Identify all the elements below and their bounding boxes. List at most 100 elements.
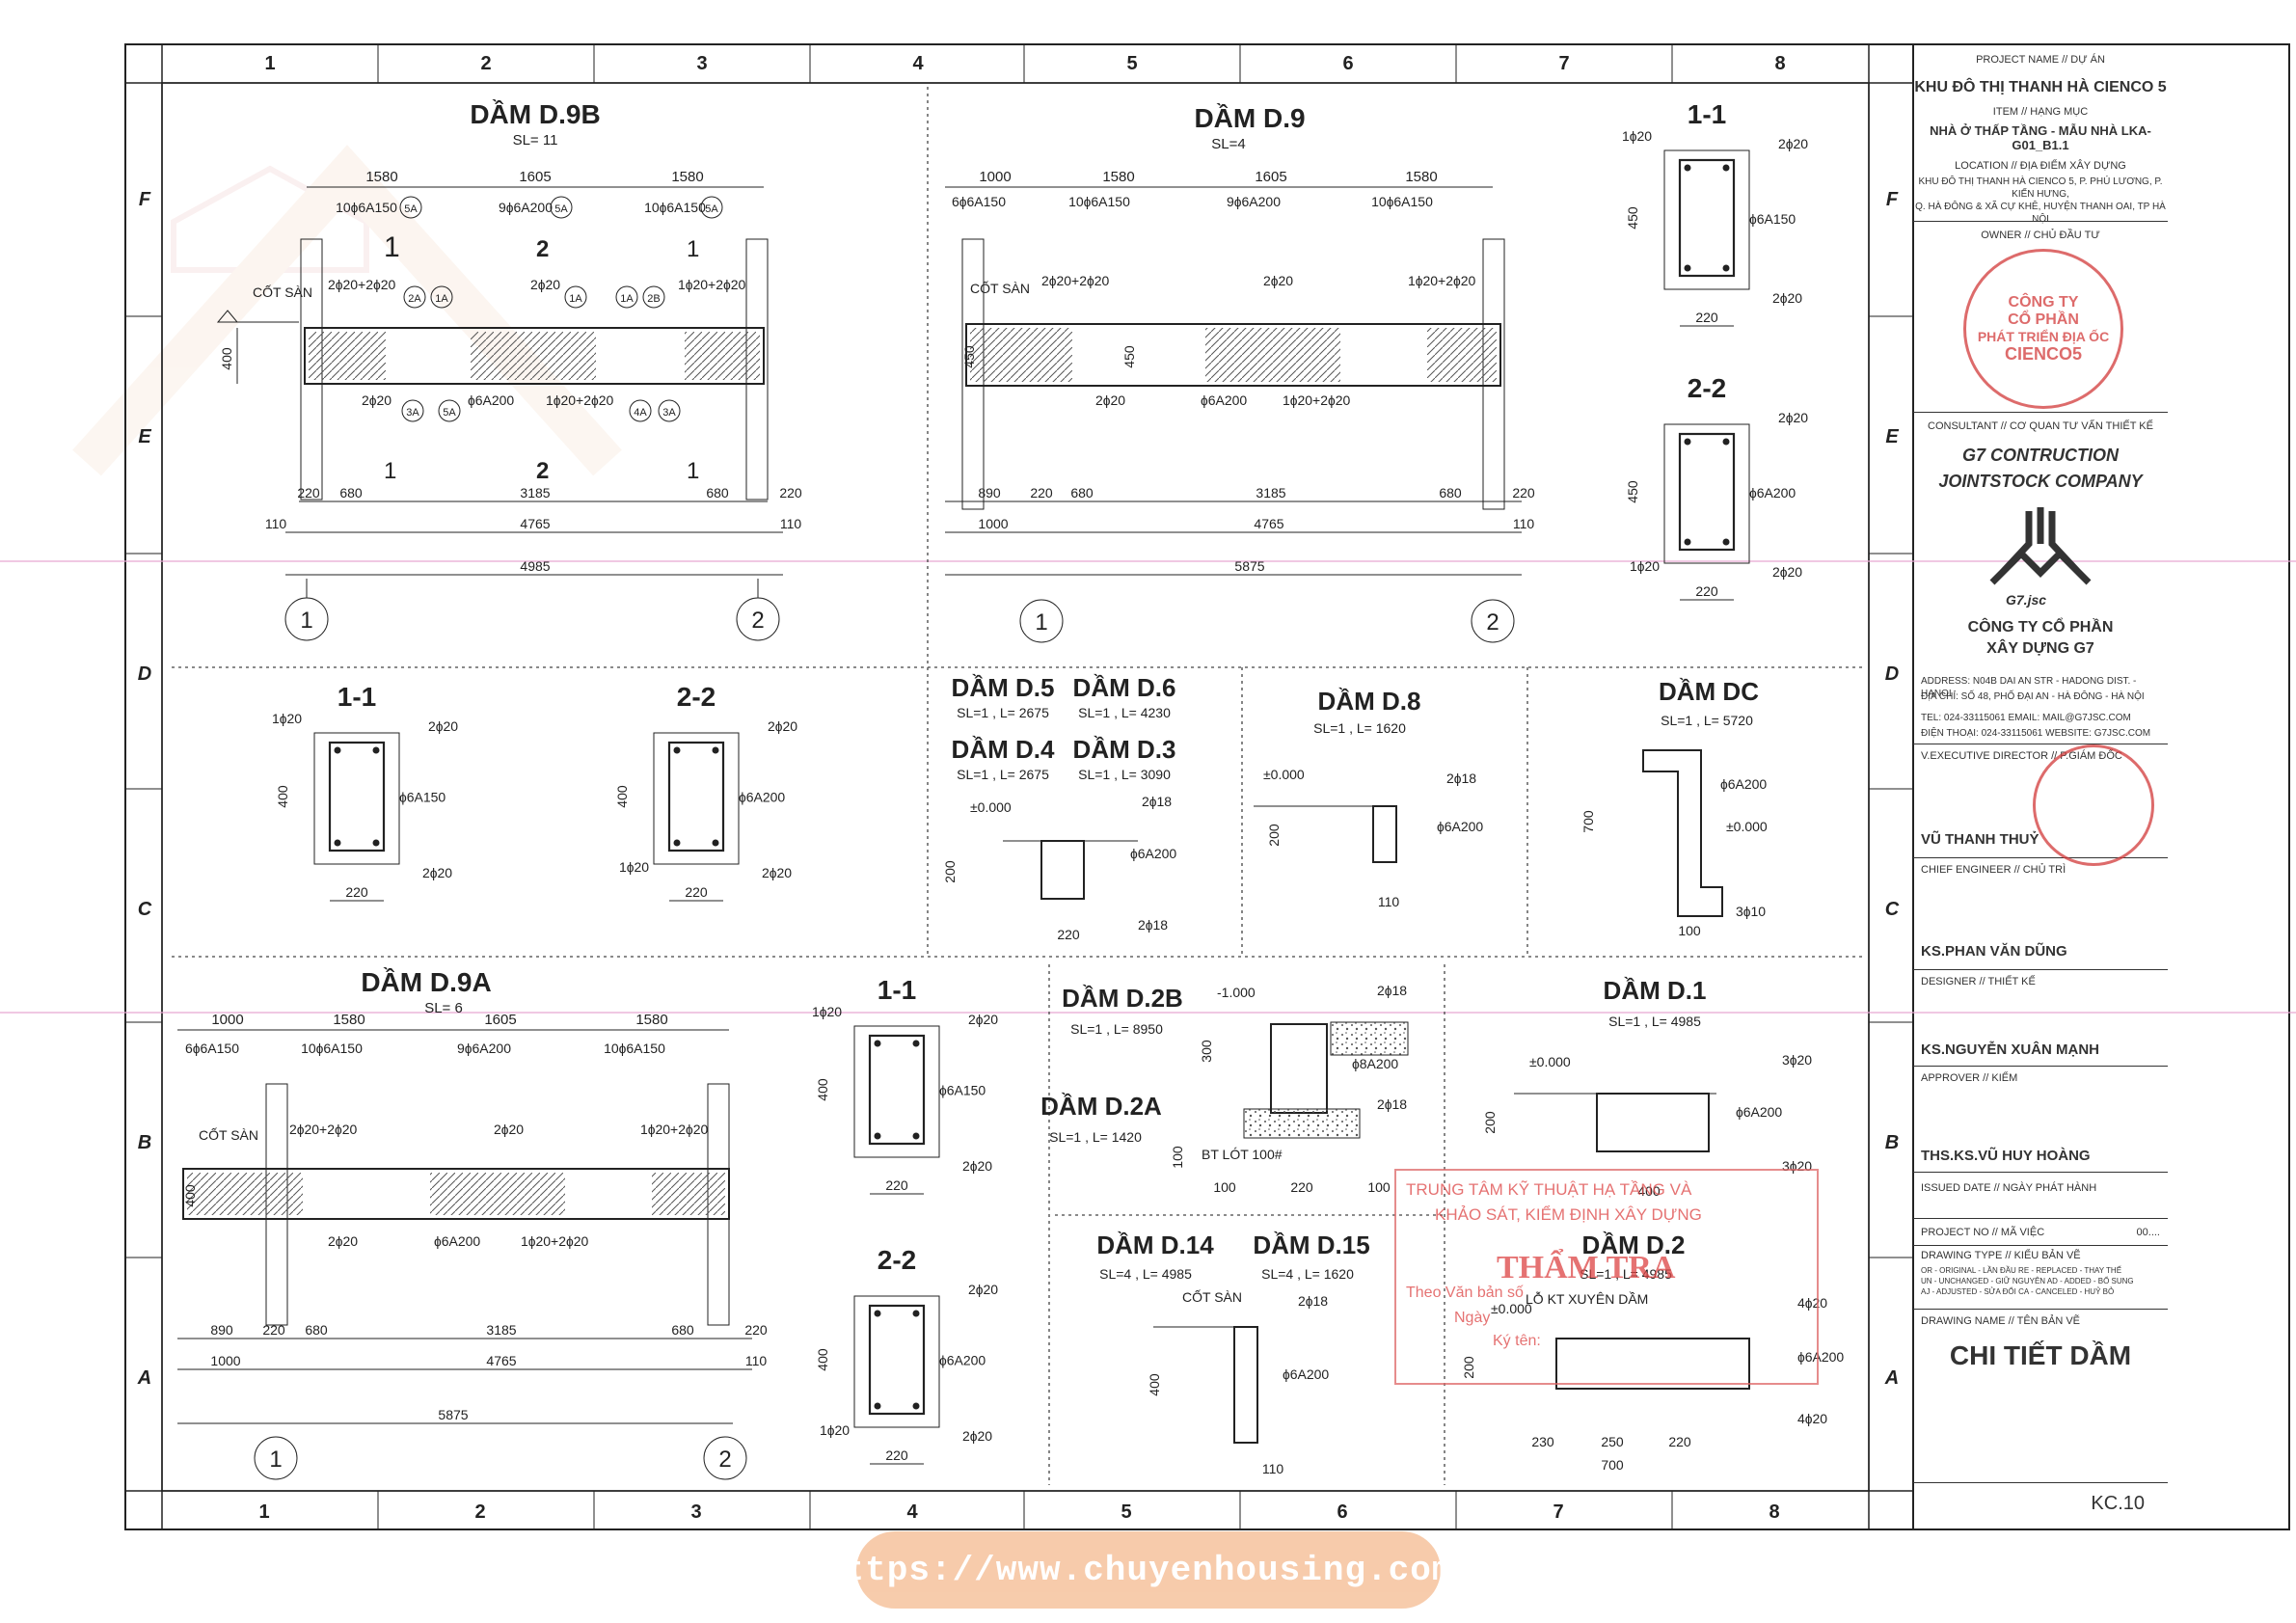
svg-text:±0.000: ±0.000 bbox=[1491, 1301, 1532, 1316]
svg-text:DẦM D.2: DẦM D.2 bbox=[1582, 1231, 1686, 1259]
beam-d9-title: DẦM D.9 bbox=[1194, 103, 1305, 133]
grid-row-label: A bbox=[137, 1367, 151, 1389]
section-bottom-rebar: 2ɸ20 bbox=[1772, 564, 1802, 580]
svg-text:2ɸ18: 2ɸ18 bbox=[1377, 1096, 1407, 1112]
svg-text:DẦM D.5: DẦM D.5 bbox=[952, 673, 1055, 702]
section-stirrup: ɸ6A150 bbox=[939, 1083, 986, 1098]
small-beam-d8: DẦM D.8 SL=1 , L= 1620 ±0.000 2ɸ18 ɸ6A20… bbox=[1254, 687, 1483, 909]
svg-text:DẦM D.2A: DẦM D.2A bbox=[1040, 1092, 1162, 1121]
section-width: 220 bbox=[1695, 583, 1718, 599]
section-title: 2-2 bbox=[677, 682, 716, 712]
svg-text:ɸ6A200: ɸ6A200 bbox=[1201, 392, 1247, 408]
svg-text:220: 220 bbox=[1057, 927, 1080, 942]
grid-row-label: C bbox=[138, 899, 152, 920]
svg-text:10ɸ6A150: 10ɸ6A150 bbox=[301, 1041, 363, 1056]
svg-text:1: 1 bbox=[384, 458, 396, 484]
grid-column-label: 7 bbox=[1553, 1501, 1563, 1523]
section-bottom-left-rebar: 1ɸ20 bbox=[820, 1422, 850, 1438]
section-stirrup: ɸ6A200 bbox=[1749, 485, 1796, 500]
small-beam-d1: DẦM D.1 SL=1 , L= 4985 ±0.000 3ɸ20 ɸ6A20… bbox=[1482, 976, 1812, 1199]
svg-text:2ɸ20+2ɸ20: 2ɸ20+2ɸ20 bbox=[1041, 273, 1110, 288]
beam-d9b-sl: SL= 11 bbox=[513, 132, 558, 149]
svg-text:680: 680 bbox=[706, 485, 729, 500]
svg-text:2ɸ18: 2ɸ18 bbox=[1138, 917, 1168, 933]
grid-row-label: A bbox=[1884, 1367, 1899, 1389]
svg-text:250: 250 bbox=[1601, 1434, 1624, 1449]
svg-text:5A: 5A bbox=[443, 407, 456, 419]
svg-text:1580: 1580 bbox=[635, 1012, 667, 1028]
svg-text:2ɸ20+2ɸ20: 2ɸ20+2ɸ20 bbox=[328, 277, 396, 292]
svg-text:2ɸ20: 2ɸ20 bbox=[328, 1233, 358, 1249]
svg-text:3185: 3185 bbox=[486, 1322, 516, 1338]
svg-text:200: 200 bbox=[1482, 1111, 1498, 1134]
svg-text:SL=4 , L= 4985: SL=4 , L= 4985 bbox=[1099, 1266, 1192, 1282]
svg-text:5875: 5875 bbox=[1234, 558, 1264, 574]
svg-text:2ɸ20+2ɸ20: 2ɸ20+2ɸ20 bbox=[289, 1122, 358, 1137]
svg-text:2ɸ20: 2ɸ20 bbox=[1263, 273, 1293, 288]
approver-cell: APPROVER // KIỂM THS.KS.VŨ HUY HOÀNG bbox=[1913, 1067, 2168, 1173]
grid-column-label: 2 bbox=[480, 53, 491, 74]
svg-text:110: 110 bbox=[1513, 516, 1535, 531]
svg-text:ɸ6A200: ɸ6A200 bbox=[468, 392, 514, 408]
svg-text:2ɸ18: 2ɸ18 bbox=[1298, 1293, 1328, 1309]
svg-text:1605: 1605 bbox=[519, 169, 551, 185]
svg-text:220: 220 bbox=[1030, 485, 1053, 500]
svg-text:110: 110 bbox=[780, 516, 802, 531]
svg-text:110: 110 bbox=[1262, 1461, 1284, 1476]
svg-text:110: 110 bbox=[1378, 894, 1400, 909]
svg-text:400: 400 bbox=[1637, 1183, 1661, 1199]
svg-text:1: 1 bbox=[300, 608, 312, 634]
svg-text:1ɸ20+2ɸ20: 1ɸ20+2ɸ20 bbox=[1408, 273, 1476, 288]
svg-text:100: 100 bbox=[1213, 1179, 1236, 1195]
svg-text:3A: 3A bbox=[662, 407, 676, 419]
svg-text:4985: 4985 bbox=[520, 558, 550, 574]
section-top-rebar: 2ɸ20 bbox=[1778, 136, 1808, 151]
grid-column-label: 1 bbox=[264, 53, 275, 74]
section-stirrup: ɸ6A150 bbox=[399, 790, 446, 805]
svg-text:1580: 1580 bbox=[1405, 169, 1437, 185]
svg-text:700: 700 bbox=[1580, 810, 1596, 833]
section-top-rebar-left: 1ɸ20 bbox=[1622, 128, 1652, 144]
svg-text:CỐT SÀN: CỐT SÀN bbox=[199, 1126, 258, 1143]
svg-text:3ɸ10: 3ɸ10 bbox=[1736, 904, 1766, 919]
section-bottom-left-rebar: 1ɸ20 bbox=[619, 859, 649, 875]
svg-text:890: 890 bbox=[978, 485, 1001, 500]
section-stirrup: ɸ6A150 bbox=[1749, 211, 1796, 227]
svg-text:3A: 3A bbox=[406, 407, 419, 419]
svg-text:220: 220 bbox=[262, 1322, 285, 1338]
designer-cell: DESIGNER // THIẾT KẾ KS.NGUYỄN XUÂN MẠNH bbox=[1913, 970, 2168, 1067]
grid-column-label: 8 bbox=[1774, 53, 1785, 74]
section-bottom-rebar: 2ɸ20 bbox=[962, 1158, 992, 1174]
svg-text:100: 100 bbox=[1678, 923, 1701, 938]
director-cell: V.EXECUTIVE DIRECTOR // P.GIÁM ĐỐC VŨ TH… bbox=[1913, 744, 2168, 866]
svg-text:2ɸ20: 2ɸ20 bbox=[494, 1122, 524, 1137]
svg-text:100: 100 bbox=[1170, 1146, 1185, 1169]
sheet-number: KC.10 bbox=[2091, 1493, 2145, 1514]
section-top-rebar: 2ɸ20 bbox=[968, 1282, 998, 1297]
section-title: 1-1 bbox=[878, 975, 916, 1005]
project-no-cell: PROJECT NO // MÃ VIỆC 00.... bbox=[1913, 1219, 2168, 1246]
svg-text:110: 110 bbox=[265, 516, 287, 531]
beam-d9a-elevation: DẦM D.9A SL= 6 1000 1580 1605 1580 6ɸ6A1… bbox=[177, 967, 768, 1480]
svg-text:3ɸ20: 3ɸ20 bbox=[1782, 1052, 1812, 1068]
svg-text:2ɸ20: 2ɸ20 bbox=[362, 392, 392, 408]
grid-column-label: 4 bbox=[906, 1501, 918, 1523]
section-width: 220 bbox=[885, 1177, 908, 1193]
beam-d9b-title: DẦM D.9B bbox=[470, 99, 600, 129]
svg-text:1: 1 bbox=[687, 236, 699, 262]
svg-text:680: 680 bbox=[671, 1322, 694, 1338]
svg-text:680: 680 bbox=[1070, 485, 1094, 500]
svg-text:±0.000: ±0.000 bbox=[1529, 1054, 1571, 1069]
director-stamp bbox=[2033, 744, 2154, 866]
svg-text:2ɸ18: 2ɸ18 bbox=[1446, 771, 1476, 786]
grid-column-label: 8 bbox=[1769, 1501, 1779, 1523]
website-link[interactable]: https://www.chuyenhousing.com/ bbox=[822, 1531, 1474, 1609]
grid-row-label: F bbox=[139, 189, 151, 210]
section-bottom-rebar: 2ɸ20 bbox=[1772, 290, 1802, 306]
svg-text:2A: 2A bbox=[408, 293, 421, 305]
svg-text:1605: 1605 bbox=[1255, 169, 1286, 185]
svg-text:1000: 1000 bbox=[211, 1012, 243, 1028]
